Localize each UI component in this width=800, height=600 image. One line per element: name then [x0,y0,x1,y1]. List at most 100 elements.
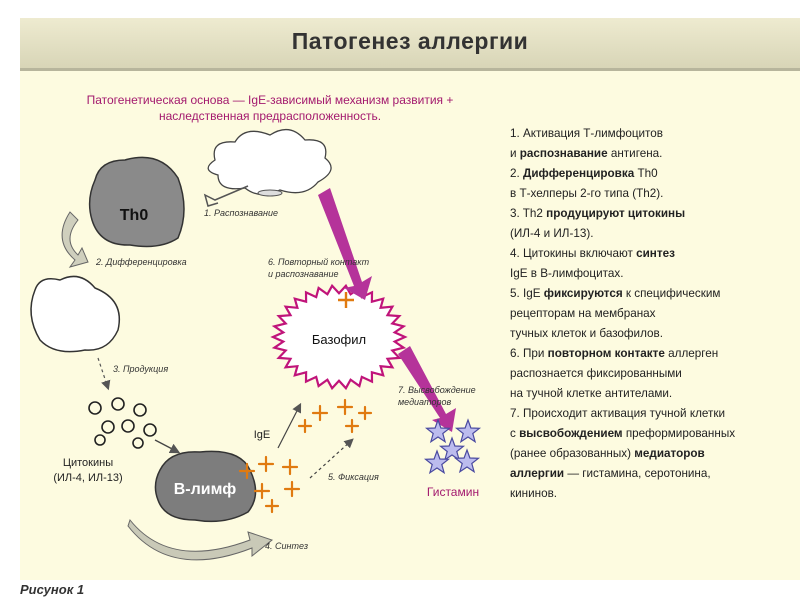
step-text: к специфическим [622,287,721,300]
cytokine [121,419,135,433]
label-repeat-1: 6. Повторный контакт [268,257,370,267]
th2-cell [30,275,120,353]
subtitle-line-2: наследственная предрасположенность. [158,109,382,123]
label-production: 3. Продукция [113,364,168,374]
step-line: распознается фиксированными [510,364,800,384]
histamine-star-icon [424,418,452,444]
histamine-star-icon [453,448,481,474]
step-text: рецепторам на мембранах [510,307,656,320]
b-lymphocyte-cell [154,450,257,523]
subtitle: Патогенетическая основа — IgE-зависимый … [40,92,500,124]
step-text: 6. При [510,347,548,360]
cytokines-label-1: Цитокины [63,457,113,469]
ige-antibody [311,404,329,422]
step-line: тучных клеток и базофилов. [510,324,800,344]
subtitle-line-1: Патогенетическая основа — IgE-зависимый … [86,93,454,107]
step-line: (ранее образованных) медиаторов [510,444,800,464]
step-text: преформированных [622,427,736,440]
step-text: в Т-хелперы 2-го типа (Th2). [510,187,664,200]
step-line: 3. Th2 продуцируют цитокины [510,204,800,224]
label-release-2: медиаторов [398,397,451,407]
th0-cell [88,156,185,248]
step-text-bold: медиаторов [634,447,705,460]
ige-antibody [344,418,360,434]
histamine-star-icon [438,436,466,462]
step-text: распознается фиксированными [510,367,682,380]
label-synthesis: 4. Синтез [265,541,308,551]
label-recognition: 1. Распознавание [204,208,278,218]
step-text: 7. Происходит активация тучной клетки [510,407,725,420]
ige-antibody [297,418,313,434]
release-arrow [398,346,456,432]
step-line: 4. Цитокины включают синтез [510,244,800,264]
steps-list: 1. Активация Т-лимфоцитов и распознавание… [510,124,800,504]
step-line: 1. Активация Т-лимфоцитов [510,124,800,144]
step-text-bold: продуцируют цитокины [546,207,686,220]
bound-ige-icon [338,292,354,308]
ige-label: IgE [254,429,271,441]
ige-antibodies [238,398,373,514]
allergen-cloud [207,128,332,196]
step-line: рецепторам на мембранах [510,304,800,324]
step-text-bold: фиксируются [543,287,623,300]
step-text: тучных клеток и базофилов. [510,327,663,340]
step-text: Th0 [634,167,658,180]
step-text: кининов. [510,487,558,500]
step-line: 6. При повторном контакте аллерген [510,344,800,364]
cytokine [88,401,102,415]
step-text-bold: распознавание [519,147,608,160]
cytokine [101,420,115,434]
histamine-label: Гистамин [427,485,479,499]
step-text: 5. IgE [510,287,544,300]
label-fixation: 5. Фиксация [328,472,379,482]
step-line: кининов. [510,484,800,504]
ige-antibody [283,480,301,498]
figure-caption: Рисунок 1 [20,582,85,597]
ige-antibody [281,458,299,476]
cytokine [94,434,106,446]
histamine-star-icon [423,449,451,475]
histamine-star-icon [454,418,482,444]
ige-antibody [357,405,373,421]
step-text: IgE в В-лимфоцитах. [510,267,624,280]
step-text: с [510,427,520,440]
step-text: 1. Активация Т-лимфоцитов [510,127,663,140]
ige-antibody [238,462,256,480]
histamine-stars [423,418,482,475]
b-lymphocyte-label: В-лимф [174,481,237,498]
step-line: в Т-хелперы 2-го типа (Th2). [510,184,800,204]
step-text: (ИЛ-4 и ИЛ-13). [510,227,594,240]
step-text-bold: высвобождением [519,427,623,440]
basophil-label: Базофил [312,332,366,347]
step-line: IgE в В-лимфоцитах. [510,264,800,284]
production-arrow [97,357,111,391]
step-text: (ранее образованных) [510,447,635,460]
page-title: Патогенез аллергии [291,28,529,54]
basophil-cell [270,283,408,391]
step-text-bold: Дифференцировка [523,167,635,180]
figure-panel [20,18,800,580]
differentiation-arrow [61,211,89,268]
step-text: 4. Цитокины включают [510,247,637,260]
step-line: 5. IgE фиксируются к специфическим [510,284,800,304]
step-text: 3. Th2 [510,207,547,220]
th0-label: Th0 [120,207,149,224]
step-line: на тучной клетке антителами. [510,384,800,404]
step-text-bold: синтез [636,247,675,260]
ige-to-basophil-arrow [277,402,302,449]
step-text: аллерген [664,347,719,360]
ige-antibody [336,398,354,416]
cytokine [133,403,147,417]
label-differentiation: 2. Дифференцировка [95,257,187,267]
cytokine [132,437,144,449]
step-text-bold: повторном контакте [547,347,665,360]
step-text: — гистамина, серотонина, [564,467,711,480]
step-line: и распознавание антигена. [510,144,800,164]
allergen-contact-arrow [318,188,372,300]
step-text: на тучной клетке антителами. [510,387,673,400]
step-line: 7. Происходит активация тучной клетки [510,404,800,424]
cytokine [111,397,125,411]
recognition-arrow-icon [203,185,249,207]
cytokine-cluster [88,397,157,449]
